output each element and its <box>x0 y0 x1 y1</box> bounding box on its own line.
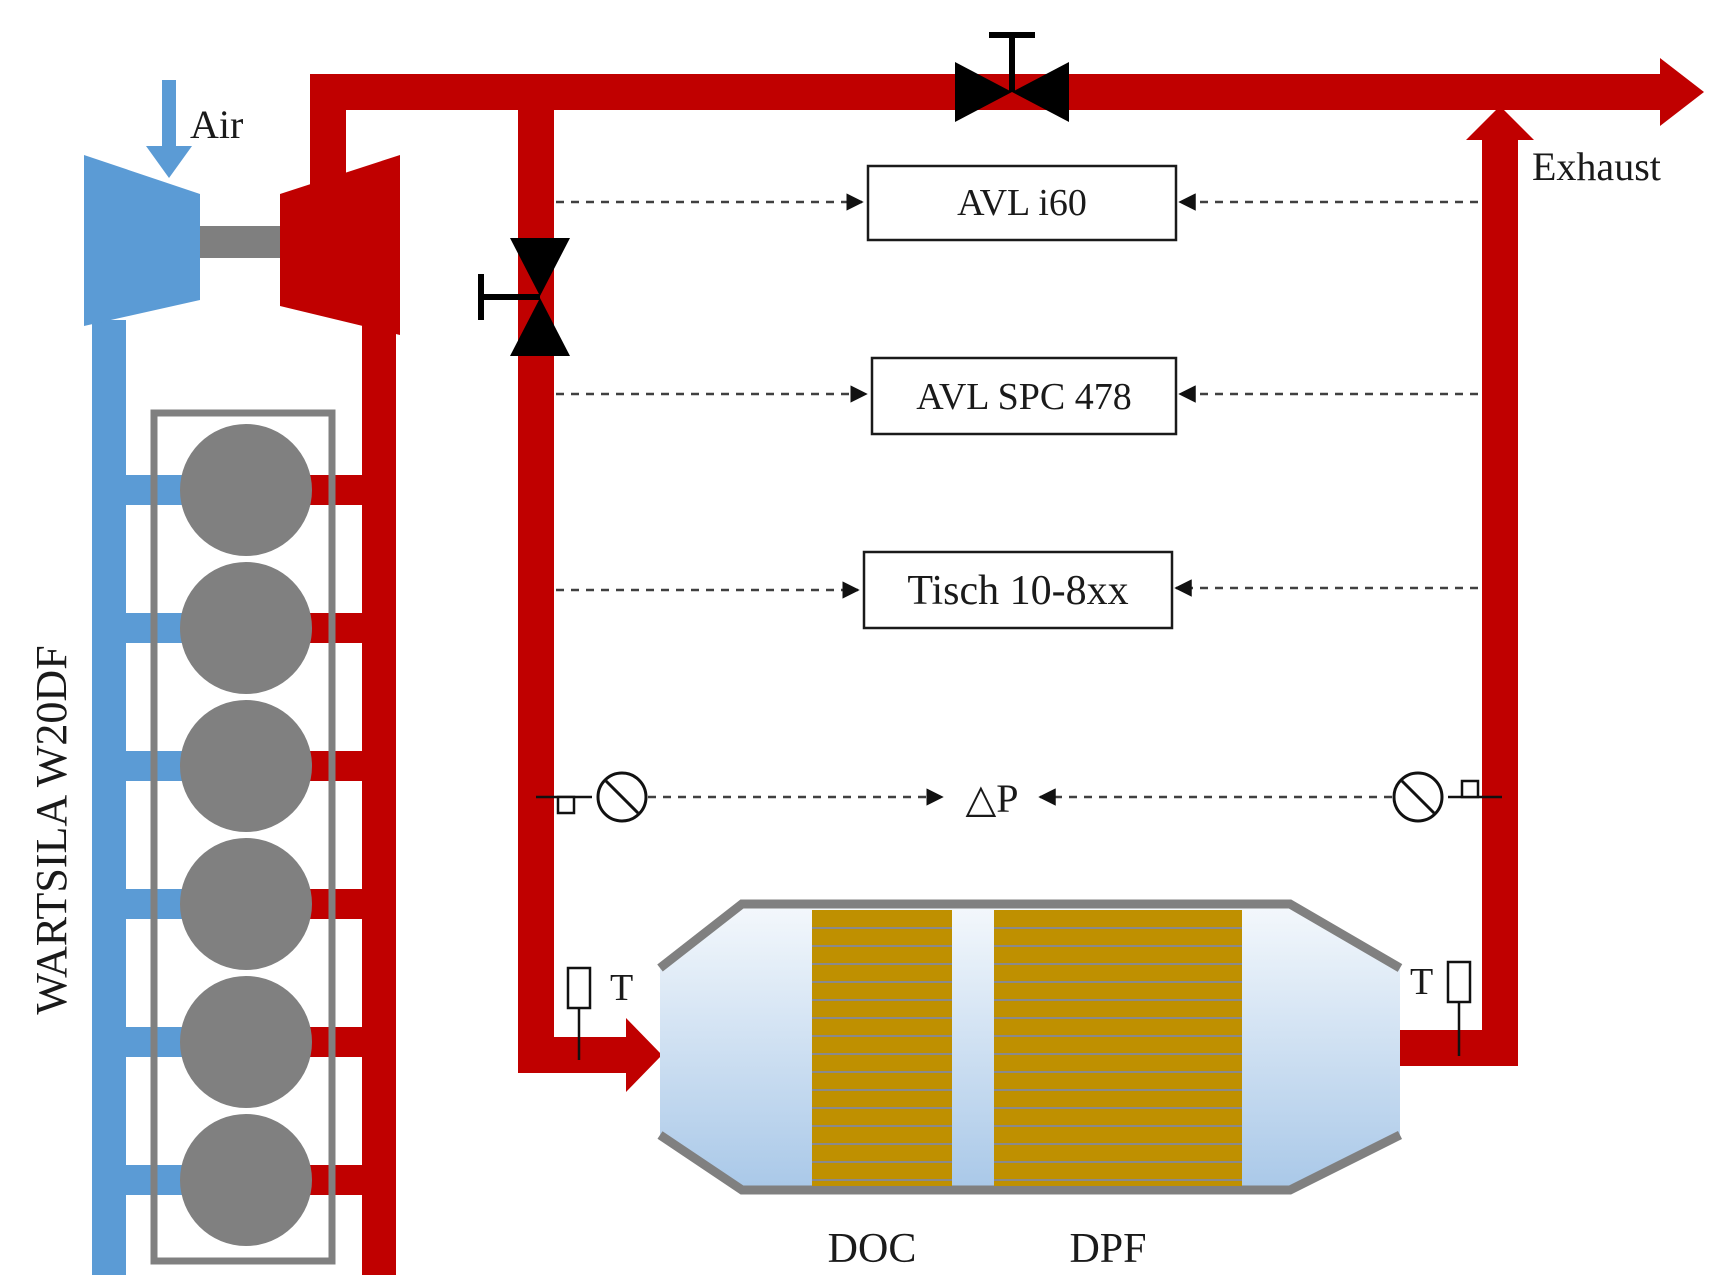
outlet-temperature-sensor: T <box>1410 960 1472 1056</box>
delta-p-label: △P <box>965 776 1018 821</box>
cylinder <box>180 838 312 970</box>
filter-channel-lines <box>812 927 1242 1181</box>
instrument-box <box>870 356 1178 436</box>
inlet-temperature-sensor: T <box>566 966 633 1060</box>
cylinders <box>180 424 312 1246</box>
aftertreatment-unit <box>657 899 1403 1195</box>
doc-element <box>812 910 952 1186</box>
instrument-tisch-10-8xx: Tisch 10-8xx <box>556 550 1478 630</box>
temperature-label: T <box>1410 961 1433 1003</box>
instrument-avl-spc-478: AVL SPC 478 <box>556 356 1478 436</box>
instrument-label: AVL SPC 478 <box>916 376 1131 418</box>
outlet-pressure-gauge-icon <box>1392 771 1502 823</box>
instrument-label: AVL i60 <box>957 182 1087 224</box>
instrument-avl-i60: AVL i60 <box>556 164 1478 242</box>
housing-bottom-edge <box>657 1130 1403 1195</box>
cylinder <box>180 700 312 832</box>
instrument-box <box>866 164 1178 242</box>
cylinder <box>180 562 312 694</box>
turbine <box>280 155 400 335</box>
engine-frame <box>150 409 336 1265</box>
exhaust-label: Exhaust <box>1532 144 1661 189</box>
sampling-line-valve <box>478 238 570 356</box>
temperature-label: T <box>610 967 633 1009</box>
differential-pressure-measurement: △P <box>536 771 1502 823</box>
return-riser-pipe <box>1482 140 1518 1066</box>
exhaust-runners <box>310 475 366 1195</box>
cylinder <box>180 976 312 1108</box>
exhaust-manifold-pipe <box>362 320 396 1275</box>
housing-top-edge <box>657 899 1403 972</box>
exhaust-outlet-arrow <box>1660 58 1704 126</box>
aftertreatment-inlet-arrow <box>626 1018 662 1092</box>
instrument-box <box>862 550 1174 630</box>
cylinder <box>180 424 312 556</box>
engine-label: WARTSILA W20DF <box>27 645 76 1014</box>
air-label: Air <box>190 102 243 147</box>
aftertreatment-inlet-pipe <box>518 1037 628 1073</box>
cylinder <box>180 1114 312 1246</box>
turbocharger-shaft <box>200 226 282 258</box>
air-inlet-arrow-head <box>146 146 192 178</box>
dpf-element <box>994 910 1242 1186</box>
engine-block <box>150 409 336 1265</box>
main-line-valve <box>955 32 1069 122</box>
air-intake-system <box>84 80 200 1275</box>
compressor <box>84 155 200 326</box>
inlet-pressure-gauge-icon <box>536 771 648 823</box>
air-inlet-arrow-shaft <box>162 80 176 150</box>
dpf-label: DPF <box>1069 1226 1146 1272</box>
return-riser-arrow <box>1466 106 1534 140</box>
air-manifold-pipe <box>92 320 126 1275</box>
instrument-label: Tisch 10-8xx <box>907 568 1128 614</box>
doc-label: DOC <box>828 1226 917 1272</box>
